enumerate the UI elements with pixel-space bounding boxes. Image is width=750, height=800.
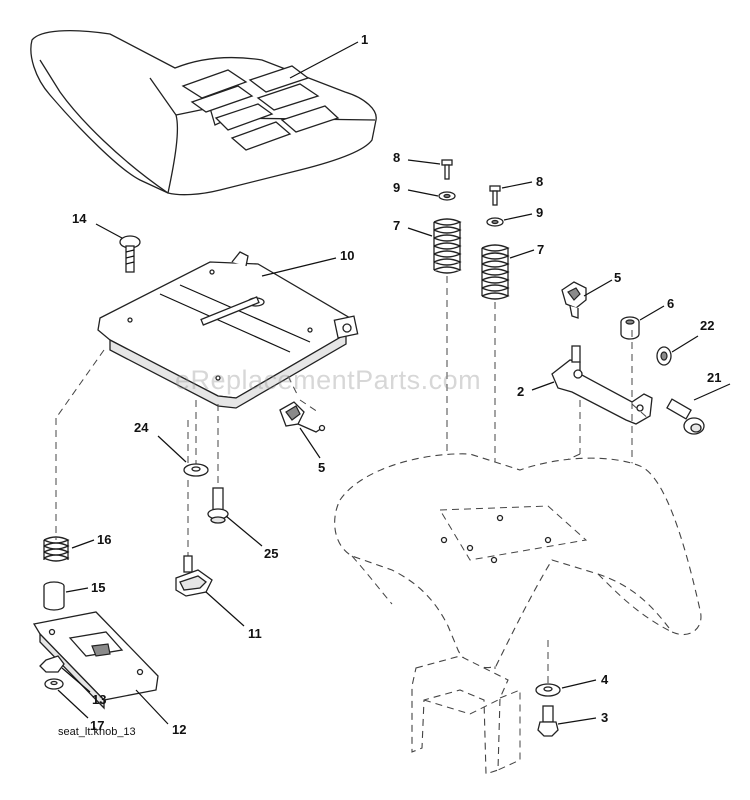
leader-8b [501,181,533,189]
leader-13 [61,667,91,693]
bolt-8-right [489,185,501,206]
nut-22 [656,346,672,366]
leader-7b [509,249,535,259]
callout-2: 2 [517,384,524,399]
pivot-bracket [32,611,159,710]
callout-5b: 5 [318,460,325,475]
leader-5b [299,427,321,459]
leader-9b [503,213,533,221]
washer-9-right [486,217,504,227]
washer-17 [44,678,64,690]
callout-21: 21 [707,370,721,385]
leader-11 [205,591,245,627]
seat-switch-clip-lower [279,401,326,433]
leader-12 [135,689,169,725]
leader-17 [57,689,89,719]
leader-9a [407,189,439,197]
callout-11: 11 [248,626,262,641]
leader-15 [65,587,89,593]
leader-14 [95,223,123,239]
bolt-21 [666,398,705,435]
washer-24 [183,463,209,477]
leader-24 [157,435,187,463]
bolt-3 [537,705,559,737]
carriage-bolt [119,235,141,273]
callout-4: 4 [601,672,609,687]
leader-22 [671,335,699,353]
callout-12: 12 [172,722,186,737]
leader-21 [693,383,731,401]
fender-frame-reference [334,453,702,668]
leader-10 [261,257,337,277]
callout-15: 15 [91,580,105,595]
callout-25: 25 [264,546,278,561]
callout-9b: 9 [536,205,543,220]
leader-3 [557,717,597,725]
seat-spring-7-left [433,218,462,274]
callout-8b: 8 [536,174,543,189]
callout-14: 14 [72,211,87,226]
seat-pan [97,251,359,409]
washer-4 [535,683,561,697]
leader-16 [71,539,95,549]
leader-6 [639,305,665,321]
watermark: eReplacementParts.com [175,365,482,395]
nut-13 [39,655,65,673]
leader-2 [531,381,555,391]
leader-5a [583,279,613,297]
leader-25 [225,515,263,547]
callout-3: 3 [601,710,608,725]
leader-1 [289,41,359,79]
seat-spring-7-right [481,244,510,300]
callout-10: 10 [340,248,354,263]
leader-7a [407,227,433,237]
bolt-8-left [441,159,453,180]
spacer-15 [43,581,65,611]
callout-7a: 7 [393,218,400,233]
callout-13: 13 [92,692,106,707]
callout-7b: 7 [537,242,544,257]
seat-cushion [30,29,377,196]
shoulder-bolt [207,487,229,524]
washer-9-left [438,191,456,201]
callout-8a: 8 [393,150,400,165]
callout-22: 22 [700,318,714,333]
leader-4 [561,679,597,689]
callout-5a: 5 [614,270,621,285]
frame-bracket-reference [411,655,521,775]
grommet-6 [620,316,640,340]
callout-16: 16 [97,532,111,547]
callout-9a: 9 [393,180,400,195]
callout-17: 17 [90,718,104,733]
adjustment-knob [175,555,213,597]
leader-8a [407,159,441,165]
callout-1: 1 [361,32,368,47]
switch-bracket [551,345,653,425]
seat-switch-upper [561,281,587,319]
callout-24: 24 [134,420,149,435]
callout-6: 6 [667,296,674,311]
seat-spring-16 [43,536,70,562]
diagram-caption: seat_lt.knob_13 [58,726,136,738]
